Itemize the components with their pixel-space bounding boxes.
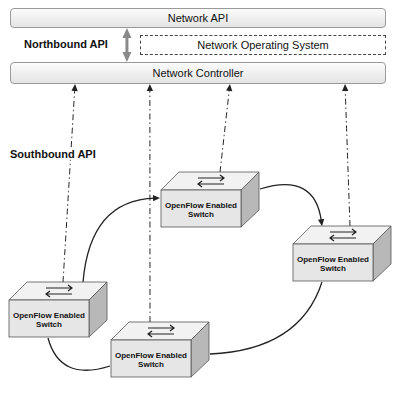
node-label: OpenFlow Enabled Switch bbox=[110, 342, 192, 378]
api-label: Northbound API bbox=[22, 38, 110, 50]
arrowhead bbox=[342, 84, 348, 91]
northbound-arrow bbox=[122, 28, 131, 62]
southbound-link bbox=[342, 84, 350, 226]
arrowhead bbox=[153, 195, 160, 201]
southbound-link bbox=[63, 84, 78, 282]
connector-line bbox=[63, 89, 75, 282]
connector-line bbox=[260, 185, 321, 222]
node-label: OpenFlow Enabled Switch bbox=[8, 302, 90, 338]
switch-link bbox=[83, 195, 160, 282]
switch-link bbox=[210, 282, 322, 354]
layer-box: Network Controller bbox=[10, 62, 386, 84]
southbound-link bbox=[147, 84, 153, 322]
switch-node: OpenFlow Enabled Switch bbox=[110, 318, 210, 378]
arrowhead bbox=[147, 84, 153, 91]
node-label: Network Operating System bbox=[197, 39, 328, 51]
arrowhead bbox=[71, 84, 77, 91]
connector-line bbox=[220, 89, 229, 172]
connector-line bbox=[345, 89, 350, 226]
switch-link bbox=[260, 185, 324, 227]
node-label: Network Controller bbox=[152, 67, 243, 79]
node-label: OpenFlow Enabled Switch bbox=[160, 192, 242, 228]
layer-box: Network API bbox=[10, 8, 386, 28]
dashed-box: Network Operating System bbox=[140, 35, 386, 55]
node-label: OpenFlow Enabled Switch bbox=[292, 246, 374, 282]
arrowhead bbox=[226, 84, 232, 91]
arrowhead bbox=[318, 219, 324, 226]
switch-node: OpenFlow Enabled Switch bbox=[292, 222, 392, 282]
switch-link bbox=[48, 338, 110, 370]
connector-line bbox=[83, 198, 155, 282]
switch-node: OpenFlow Enabled Switch bbox=[160, 168, 260, 228]
connector-line bbox=[210, 282, 322, 354]
southbound-link bbox=[220, 84, 232, 172]
api-label: Southbound API bbox=[8, 148, 98, 160]
node-label: Network API bbox=[168, 12, 229, 24]
connector-line bbox=[48, 338, 110, 370]
switch-node: OpenFlow Enabled Switch bbox=[8, 278, 108, 338]
arrowhead bbox=[122, 28, 131, 38]
connector-line bbox=[149, 89, 150, 322]
arrowhead bbox=[122, 52, 131, 62]
